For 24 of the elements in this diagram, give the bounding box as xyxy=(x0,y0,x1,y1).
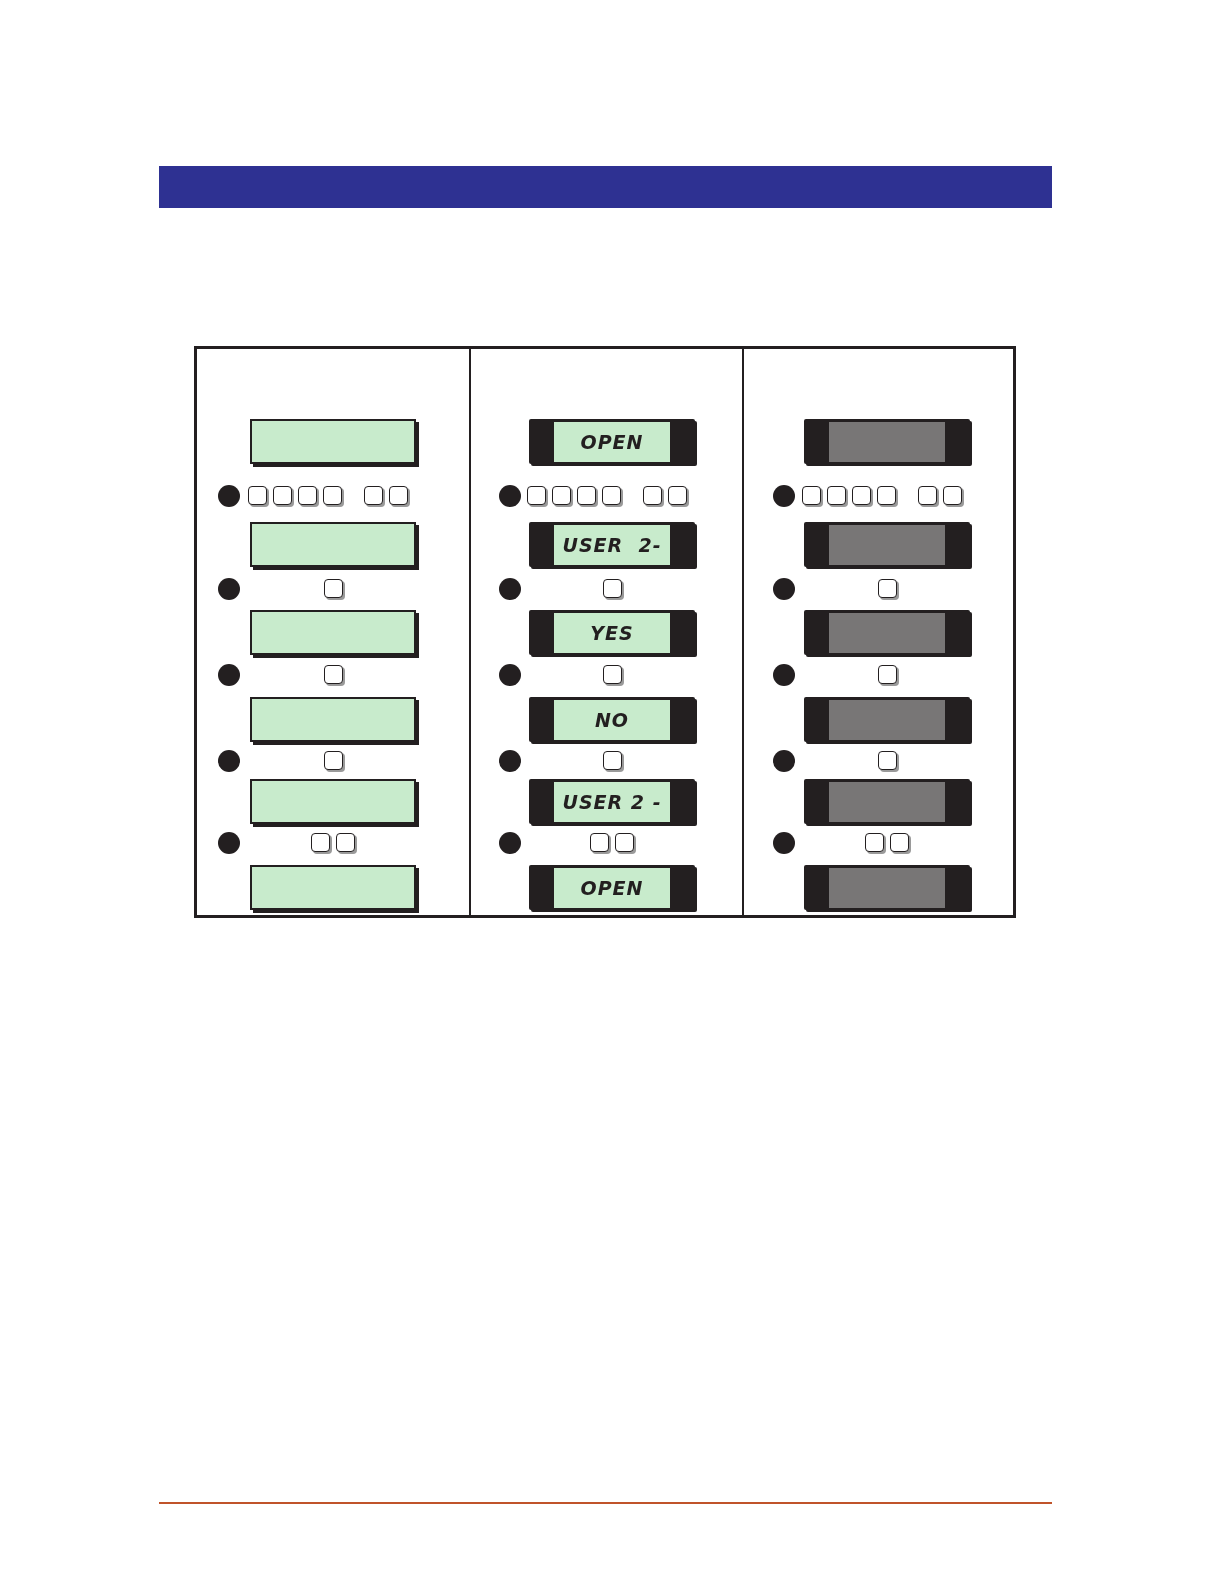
lcd-display xyxy=(804,779,970,824)
lcd-display xyxy=(529,697,695,742)
lcd-display xyxy=(250,865,416,910)
lcd-display xyxy=(529,522,695,567)
display-text: USER 2 - xyxy=(562,790,662,813)
display-text: USER 2- xyxy=(562,533,662,556)
lcd-display xyxy=(250,697,416,742)
lcd-display xyxy=(529,779,695,824)
display-text: YES xyxy=(590,621,634,644)
lcd-display xyxy=(250,419,416,464)
lcd-display xyxy=(804,419,970,464)
lcd-display xyxy=(250,610,416,655)
display-text: OPEN xyxy=(580,430,644,453)
lcd-display xyxy=(804,610,970,655)
lcd-display xyxy=(804,865,970,910)
lcd-display xyxy=(529,419,695,464)
lcd-display xyxy=(804,697,970,742)
display-text: OPEN xyxy=(580,876,644,899)
lcd-display xyxy=(529,610,695,655)
display-text: NO xyxy=(594,708,630,731)
lcd-display xyxy=(529,865,695,910)
lcd-display xyxy=(804,522,970,567)
lcd-display xyxy=(250,779,416,824)
lcd-display xyxy=(250,522,416,567)
